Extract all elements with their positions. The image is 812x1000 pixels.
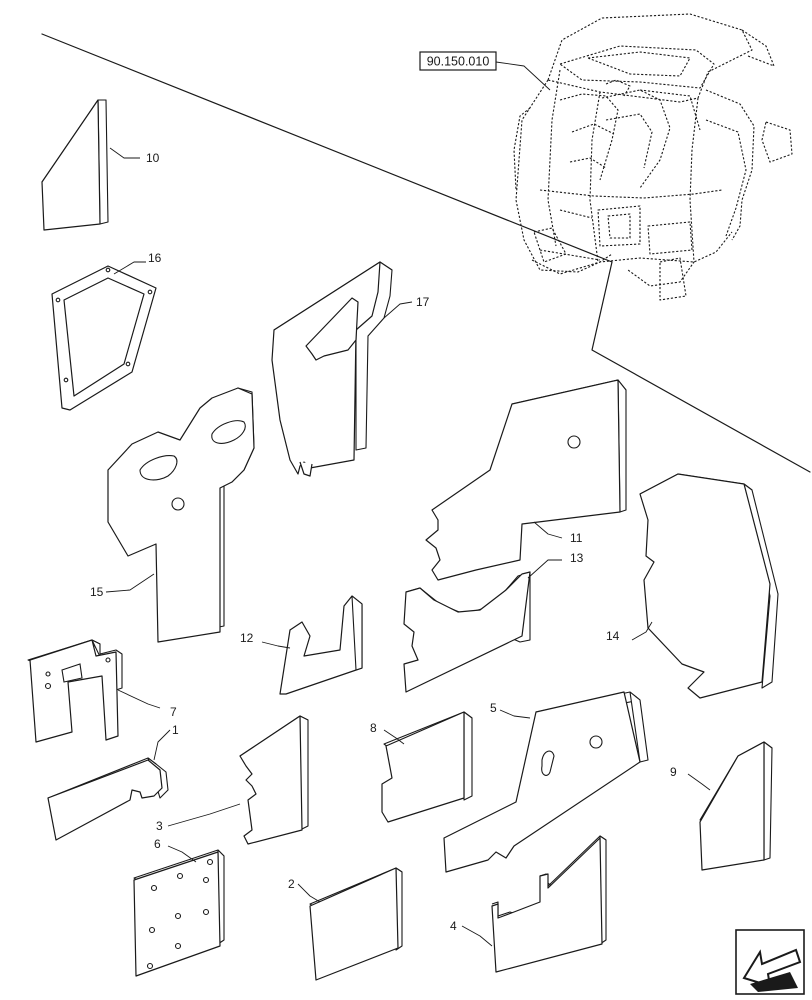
callout-10: 10 — [146, 151, 160, 165]
callout-11: 11 — [570, 531, 583, 545]
navigation-arrow-icon[interactable] — [735, 929, 805, 995]
part-9-trim-panel[interactable] — [699, 741, 773, 871]
leader-6 — [167, 845, 197, 863]
callout-8: 8 — [370, 721, 377, 735]
leader-13 — [527, 559, 562, 579]
callout-16: 16 — [148, 251, 162, 265]
leader-7 — [117, 689, 161, 709]
part-12-u-bracket[interactable] — [279, 595, 363, 695]
callout-5: 5 — [490, 701, 497, 715]
leader-8 — [383, 729, 405, 745]
leader-14 — [631, 621, 653, 641]
section-divider-line — [41, 33, 811, 473]
part-6-perforated-plate[interactable] — [133, 849, 225, 977]
part-10-panel[interactable] — [41, 99, 109, 231]
leader-9 — [687, 773, 711, 791]
part-8-gasket-block[interactable] — [381, 711, 473, 823]
part-15-bracket-plate[interactable] — [107, 387, 255, 643]
leader-5 — [499, 709, 531, 719]
part-2-flat-pad[interactable] — [309, 867, 403, 981]
part-13-curved-seal[interactable] — [403, 571, 531, 693]
part-5-long-panel[interactable] — [443, 691, 649, 873]
leader-1 — [153, 729, 171, 761]
callout-4: 4 — [450, 919, 457, 933]
leader-16 — [113, 261, 146, 275]
leader-12 — [261, 641, 291, 649]
part-16-seal-frame[interactable] — [51, 265, 157, 411]
leader-11 — [533, 521, 563, 539]
callout-1: 1 — [172, 723, 179, 737]
leader-15 — [105, 573, 155, 593]
reference-code: 90.150.010 — [427, 55, 490, 69]
part-3-slotted-plate[interactable] — [239, 715, 309, 845]
callout-3: 3 — [156, 819, 163, 833]
callout-9: 9 — [670, 765, 677, 779]
callout-15: 15 — [90, 585, 104, 599]
cab-frame-assembly — [513, 13, 793, 301]
callout-6: 6 — [154, 837, 161, 851]
part-11-lower-panel[interactable] — [425, 379, 627, 581]
callout-2: 2 — [288, 877, 295, 891]
leader-2 — [297, 883, 321, 903]
callout-13: 13 — [570, 551, 584, 565]
callout-17: 17 — [416, 295, 430, 309]
callout-7: 7 — [170, 705, 177, 719]
part-4-stepped-plate[interactable] — [491, 835, 607, 973]
leader-4 — [461, 925, 493, 947]
part-7-mounting-plate[interactable] — [27, 639, 123, 743]
part-1-notched-plate[interactable] — [47, 757, 169, 841]
part-17-side-panel[interactable] — [271, 261, 393, 477]
callout-14: 14 — [606, 629, 620, 643]
leader-17 — [383, 301, 413, 319]
reference-tag[interactable]: 90.150.010 — [419, 51, 551, 91]
leader-10 — [109, 147, 140, 159]
part-14-insulation-pad[interactable] — [639, 473, 779, 699]
callout-12: 12 — [240, 631, 254, 645]
leader-3 — [167, 803, 241, 827]
